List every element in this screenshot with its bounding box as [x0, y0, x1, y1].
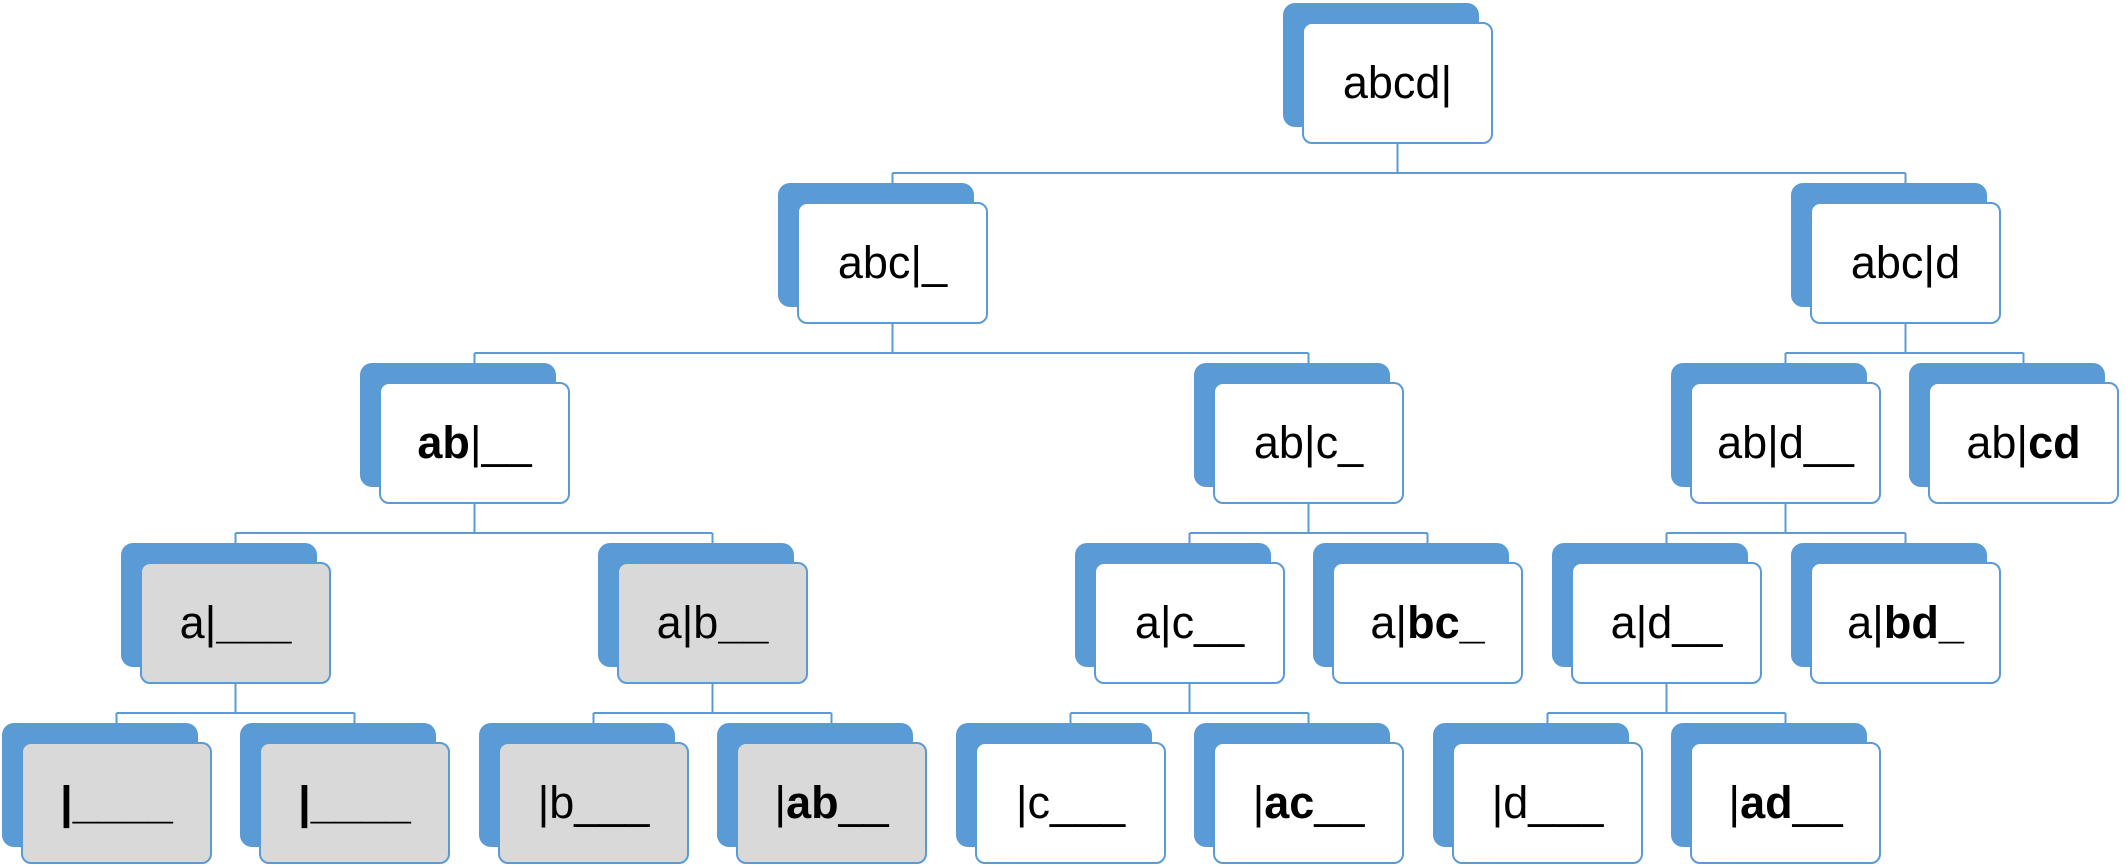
node-label: abcd|: [1302, 22, 1493, 144]
node-label-bold-part: bd_: [1883, 597, 1964, 648]
node-label: abc|_: [797, 202, 988, 324]
node-label-part: __: [1314, 777, 1365, 828]
node-label-bold-part: ac: [1264, 777, 1315, 828]
node-label-bold-part: ab: [417, 417, 470, 468]
node-label-bold-part: __: [718, 597, 769, 648]
node-label-part: ab|c_: [1253, 417, 1364, 468]
node-label-bold-part: ad: [1740, 777, 1793, 828]
node-label: a|bc_: [1332, 562, 1523, 684]
node-label-part: |c___: [1015, 777, 1126, 828]
tree-node: a|bc_: [1313, 543, 1523, 684]
node-label-part: a|d__: [1610, 597, 1723, 648]
node-label-bold-part: ___: [216, 597, 292, 648]
tree-node: |d___: [1433, 723, 1643, 864]
node-label-part: __: [838, 777, 889, 828]
node-label: ab|cd: [1928, 382, 2119, 504]
tree-node: a|___: [121, 543, 331, 684]
node-label-part: a|b: [656, 597, 719, 648]
node-label-bold-part: cd: [2028, 417, 2081, 468]
node-label: ab|c_: [1213, 382, 1404, 504]
node-label-part: a|c__: [1134, 597, 1245, 648]
node-label-part: |d___: [1491, 777, 1604, 828]
node-label-part: |b___: [537, 777, 650, 828]
tree-node: a|c__: [1075, 543, 1285, 684]
node-label-bold-part: bc_: [1407, 597, 1485, 648]
tree-node: abc|_: [778, 183, 988, 324]
node-label-part: ab|: [1966, 417, 2029, 468]
node-label-part: __: [1792, 777, 1843, 828]
node-label: |d___: [1452, 742, 1643, 864]
node-label: |____: [259, 742, 450, 864]
node-label-part: |__: [469, 417, 532, 468]
tree-node: ab|__: [360, 363, 570, 504]
node-label-part: |: [1728, 777, 1741, 828]
tree-node: |ac__: [1194, 723, 1404, 864]
tree-node: abc|d: [1791, 183, 2001, 324]
node-label-bold-part: |____: [60, 777, 173, 828]
node-label-part: abc|_: [837, 237, 948, 288]
node-label: a|___: [140, 562, 331, 684]
tree-node: |ab__: [717, 723, 927, 864]
node-label: |ad__: [1690, 742, 1881, 864]
tree-node: ab|cd: [1909, 363, 2119, 504]
tree-node: |ad__: [1671, 723, 1881, 864]
tree-node: a|bd_: [1791, 543, 2001, 684]
node-label-part: a|: [1370, 597, 1408, 648]
node-label: ab|d__: [1690, 382, 1881, 504]
tree-node: abcd|: [1283, 3, 1493, 144]
node-label: |____: [21, 742, 212, 864]
tree-node: ab|c_: [1194, 363, 1404, 504]
node-label-part: abcd|: [1342, 57, 1453, 108]
node-label-part: a|: [1847, 597, 1884, 648]
node-label: |ac__: [1213, 742, 1404, 864]
node-label: ab|__: [379, 382, 570, 504]
node-label-part: |: [1252, 777, 1265, 828]
tree-node: |____: [240, 723, 450, 864]
tree-node: a|b__: [598, 543, 808, 684]
node-label-part: a|: [179, 597, 217, 648]
node-label: |b___: [498, 742, 689, 864]
node-label-part: ab|d__: [1717, 417, 1854, 468]
node-label-part: |: [774, 777, 787, 828]
tree-node: |c___: [956, 723, 1166, 864]
node-label: abc|d: [1810, 202, 2001, 324]
tree-node: |b___: [479, 723, 689, 864]
node-label: a|c__: [1094, 562, 1285, 684]
tree-node: a|d__: [1552, 543, 1762, 684]
node-label: a|bd_: [1810, 562, 2001, 684]
node-label: |ab__: [736, 742, 927, 864]
tree-node: ab|d__: [1671, 363, 1881, 504]
node-label: a|b__: [617, 562, 808, 684]
node-label-part: abc|d: [1850, 237, 1961, 288]
node-label-bold-part: |____: [298, 777, 411, 828]
node-label: a|d__: [1571, 562, 1762, 684]
node-label: |c___: [975, 742, 1166, 864]
node-label-bold-part: ab: [786, 777, 839, 828]
tree-node: |____: [2, 723, 212, 864]
